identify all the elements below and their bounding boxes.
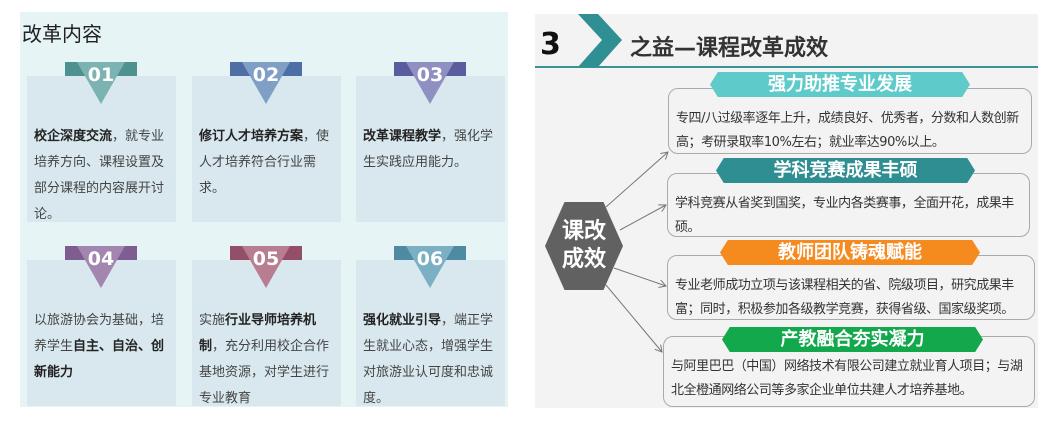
card-text-rest: ，端正学生就业心态，增强学生对旅游业认可度和忠诚度。: [363, 313, 494, 406]
result-text: 专业老师成功立项与该课程相关的省、院级项目，研究成果丰富；同时，积极参加各级教学…: [675, 278, 1014, 317]
card-number: 01: [87, 64, 115, 86]
panel-title: 改革内容: [22, 22, 102, 46]
result-text: 学科竞赛从省奖到国奖，专业内各类赛事，全面开花，成果丰硕。: [675, 196, 1014, 235]
card-text-prefix: 以旅游协会为基础，培养学生: [34, 313, 165, 354]
arrow-2: [619, 205, 666, 231]
card-text-rest: ，充分利用校企合作基地资源，对学生进行专业教育: [199, 339, 330, 406]
reform-card: 01 校企深度交流，就专业培养方向、课程设置及部分课程的内容展开讨论。: [27, 62, 176, 222]
card-text: 校企深度交流，就专业培养方向、课程设置及部分课程的内容展开讨论。: [34, 124, 172, 228]
result-box: 专业老师成功立项与该课程相关的省、院级项目，研究成果丰富；同时，积极参加各级教学…: [667, 255, 1035, 320]
card-text-bold: 强化就业引导: [363, 313, 442, 328]
header-divider: [535, 66, 1038, 68]
card-text-rest: ，就专业培养方向、课程设置及部分课程的内容展开讨论。: [34, 129, 165, 222]
result-text: 专四/八过级率逐年上升，成绩良好、优秀者，分数和人数创新高；考研录取率10%左右…: [676, 111, 1019, 150]
card-number: 04: [87, 248, 115, 270]
card-text: 改革课程教学，强化学生实践应用能力。: [363, 124, 501, 176]
number-badge: [65, 246, 137, 288]
chevron-icon: [578, 14, 622, 67]
result-banner: 强力助推专业发展: [710, 72, 970, 97]
card-text-bold: 修订人才培养方案: [199, 129, 304, 144]
card-number: 05: [252, 248, 280, 270]
card-text-rest: ，使人才培养符合行业需求。: [199, 129, 330, 196]
number-badge: [230, 62, 302, 104]
card-text-bold: 校企深度交流: [34, 129, 113, 144]
card-text-bold: 改革课程教学: [363, 129, 442, 144]
result-text: 与阿里巴巴（中国）网络技术有限公司建立就业育人项目；与湖北全橙通网络公司等多家企…: [671, 359, 1023, 398]
result-box: 专四/八过级率逐年上升，成绩良好、优秀者，分数和人数创新高；考研录取率10%左右…: [668, 88, 1032, 154]
card-number: 03: [416, 64, 444, 86]
reform-card: 06 强化就业引导，端正学生就业心态，增强学生对旅游业认可度和忠诚度。: [356, 246, 505, 406]
number-badge: [65, 62, 137, 104]
arrow-4: [605, 284, 662, 352]
reform-card: 02 修订人才培养方案，使人才培养符合行业需求。: [192, 62, 341, 222]
card-number: 06: [416, 248, 444, 270]
card-text: 以旅游协会为基础，培养学生自主、自治、创新能力: [34, 308, 172, 386]
center-label-1: 课改: [561, 219, 606, 244]
arrow-1: [605, 152, 668, 208]
card-text: 强化就业引导，端正学生就业心态，增强学生对旅游业认可度和忠诚度。: [363, 308, 501, 412]
card-text-prefix: 实施: [199, 313, 226, 328]
card-text-rest: ，强化学生实践应用能力。: [363, 129, 494, 170]
card-number: 02: [252, 64, 280, 86]
reform-card: 03 改革课程教学，强化学生实践应用能力。: [356, 62, 505, 222]
number-badge: [394, 62, 466, 104]
card-text-bold: 行业导师培养机制: [199, 313, 317, 354]
section-number: 3: [540, 27, 561, 62]
arrow-3: [613, 267, 666, 286]
reform-card: 05 实施行业导师培养机制，充分利用校企合作基地资源，对学生进行专业教育: [192, 246, 341, 406]
card-text: 实施行业导师培养机制，充分利用校企合作基地资源，对学生进行专业教育: [199, 308, 337, 412]
number-badge: [230, 246, 302, 288]
card-text: 修订人才培养方案，使人才培养符合行业需求。: [199, 124, 337, 202]
number-badge: [394, 246, 466, 288]
center-label-2: 成效: [561, 247, 606, 272]
card-text-bold: 自主、自治、创新能力: [34, 339, 165, 380]
reform-card: 04 以旅游协会为基础，培养学生自主、自治、创新能力: [27, 246, 176, 406]
result-box: 学科竞赛从省奖到国奖，专业内各类赛事，全面开花，成果丰硕。: [667, 173, 1030, 237]
result-banner: 产教融合夯实凝力: [722, 327, 983, 352]
section-title: 之益—课程改革成效: [630, 36, 829, 61]
result-banner: 学科竞赛成果丰硕: [716, 158, 975, 183]
result-banner: 教师团队铸魂赋能: [720, 240, 980, 265]
